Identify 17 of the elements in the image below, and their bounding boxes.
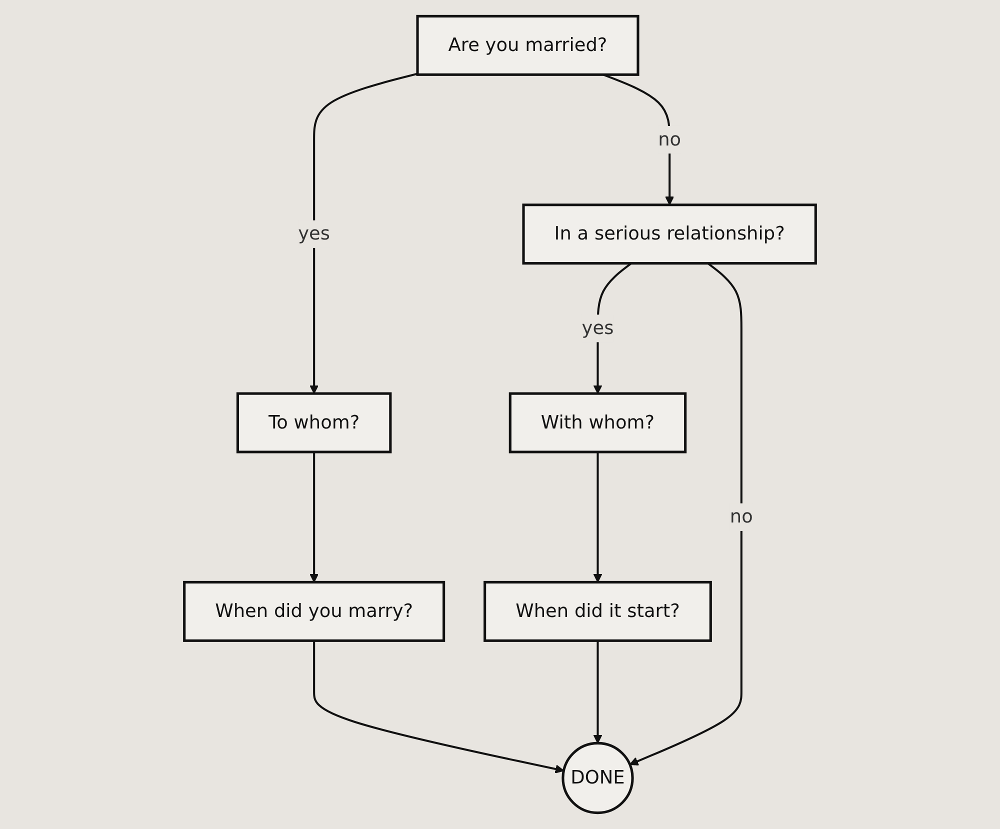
arrow — [629, 262, 742, 766]
node-box: To whom? — [236, 392, 392, 454]
edge-label: no — [730, 506, 753, 528]
edge-label: yes — [582, 318, 614, 340]
node-circle: DONE — [562, 742, 634, 814]
edge-label: no — [658, 128, 682, 151]
node-box: Are you married? — [416, 14, 640, 76]
node-box: With whom? — [508, 392, 687, 454]
arrow — [593, 640, 602, 744]
arrow — [593, 452, 602, 583]
arrow — [310, 72, 418, 394]
node-box: When did it start? — [484, 580, 712, 642]
arrow — [313, 640, 564, 774]
arrow — [310, 452, 319, 583]
node-box: In a serious relationship? — [522, 204, 817, 265]
edge-label: yes — [298, 223, 330, 245]
node-box: When did you marry? — [183, 580, 446, 642]
